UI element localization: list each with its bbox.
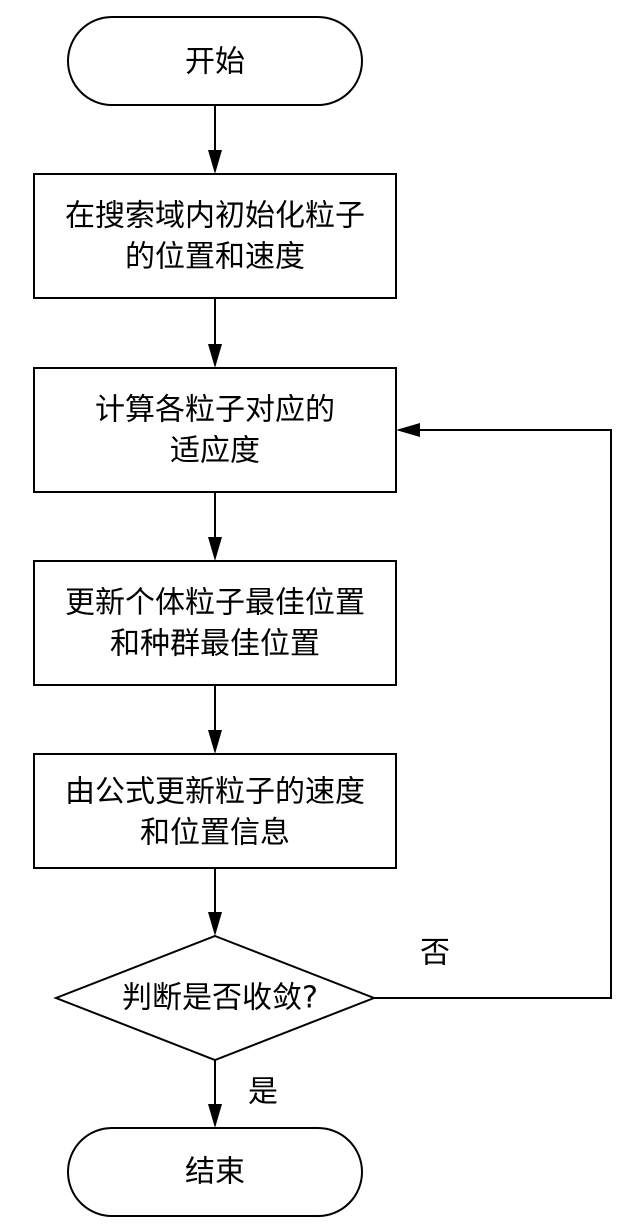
update-best-label-line1: 更新个体粒子最佳位置 [65, 586, 365, 621]
start-label: 开始 [185, 45, 245, 80]
arrow-init-to-fitness [208, 298, 222, 368]
update-best-label-line2: 和种群最佳位置 [110, 627, 320, 662]
arrow-update-best-to-update-velocity [208, 685, 222, 754]
fitness-label-line1: 计算各粒子对应的 [95, 393, 335, 428]
no-edge-label: 否 [420, 936, 450, 971]
update-best-process-box [33, 560, 397, 686]
arrowhead [208, 912, 222, 936]
decision-node: 判断是否收敛? [53, 934, 377, 1062]
update-velocity-label-line1: 由公式更新粒子的速度 [65, 775, 365, 810]
arrowhead [396, 423, 420, 437]
end-terminator-shape [67, 1127, 363, 1217]
end-label: 结束 [185, 1155, 245, 1190]
update-best-process-node: 更新个体粒子最佳位置 和种群最佳位置 [33, 560, 397, 686]
fitness-label-line2: 适应度 [170, 434, 260, 469]
arrow-update-velocity-to-decision [208, 868, 222, 936]
end-node: 结束 [67, 1127, 363, 1217]
update-velocity-process-box [33, 753, 397, 869]
arrowhead [208, 1104, 222, 1128]
update-velocity-process-node: 由公式更新粒子的速度 和位置信息 [33, 753, 397, 869]
arrowhead [208, 537, 222, 561]
arrow-decision-yes-to-end [208, 1060, 222, 1128]
init-label-line2: 的位置和速度 [125, 240, 305, 275]
init-process-node: 在搜索域内初始化粒子 的位置和速度 [33, 173, 397, 299]
decision-label: 判断是否收敛? [122, 981, 318, 1016]
arrow-decision-no-loop [374, 423, 612, 999]
arrow-start-to-init [208, 105, 222, 174]
yes-edge-label: 是 [248, 1075, 278, 1110]
start-node: 开始 [67, 16, 363, 106]
arrowhead [208, 150, 222, 174]
update-velocity-label-line2: 和位置信息 [140, 816, 290, 851]
fitness-process-box [33, 367, 397, 493]
arrowhead [208, 730, 222, 754]
init-process-box [33, 173, 397, 299]
fitness-process-node: 计算各粒子对应的 适应度 [33, 367, 397, 493]
init-label-line1: 在搜索域内初始化粒子 [65, 199, 365, 234]
arrow-fitness-to-update-best [208, 492, 222, 561]
arrowhead [208, 344, 222, 368]
